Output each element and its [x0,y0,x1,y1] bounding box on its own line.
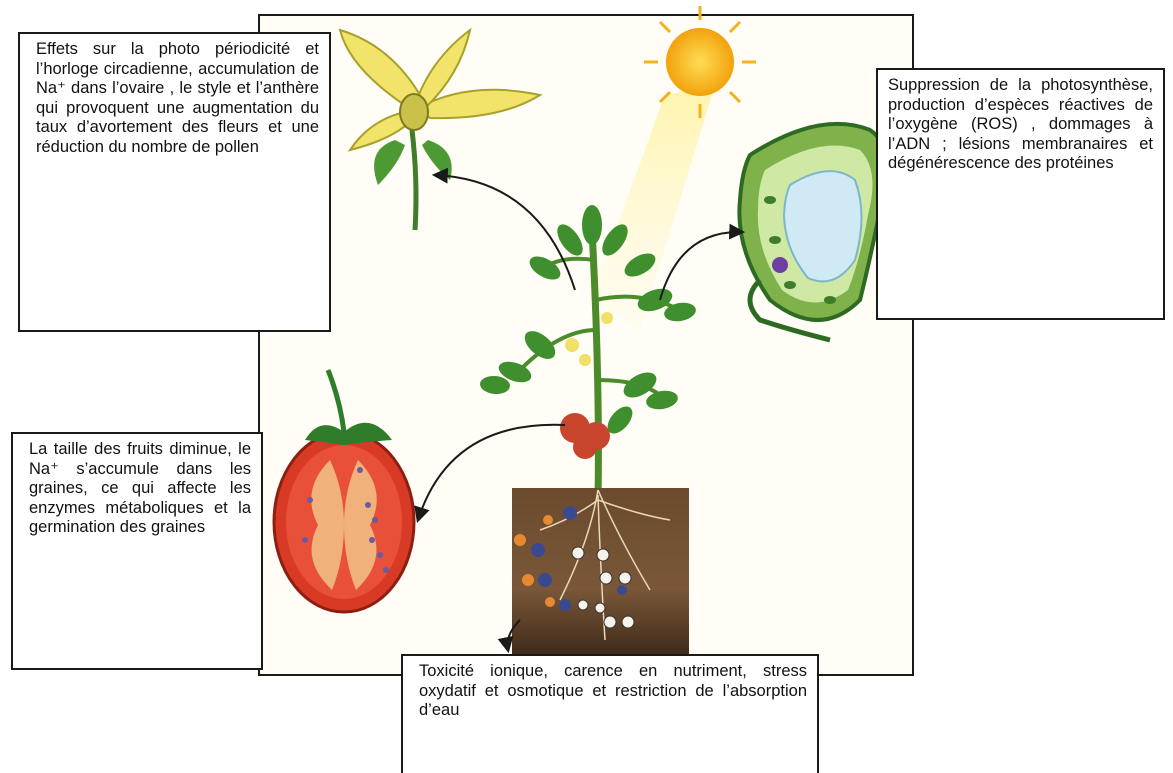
tomato-fruit-illustration [274,370,414,612]
fruit-effects-box: La taille des fruits diminue, le Na⁺ s’a… [11,432,263,670]
soil-cross-section [512,488,689,656]
cell-effects-box: Suppression de la photosynthèse, product… [876,68,1165,320]
plant-cell-illustration [739,124,888,340]
root-effects-text: Toxicité ionique, carence en nutriment, … [419,662,807,719]
flower-effects-box: Effets sur la photo périodicité et l’hor… [18,32,331,332]
arrow-to-cell [660,232,742,300]
flower-illustration [340,30,540,230]
root-effects-box: Toxicité ionique, carence en nutriment, … [401,654,819,773]
fruit-effects-text: La taille des fruits diminue, le Na⁺ s’a… [29,440,251,536]
cell-effects-text: Suppression de la photosynthèse, product… [888,76,1153,172]
flower-effects-text: Effets sur la photo périodicité et l’hor… [36,40,319,156]
